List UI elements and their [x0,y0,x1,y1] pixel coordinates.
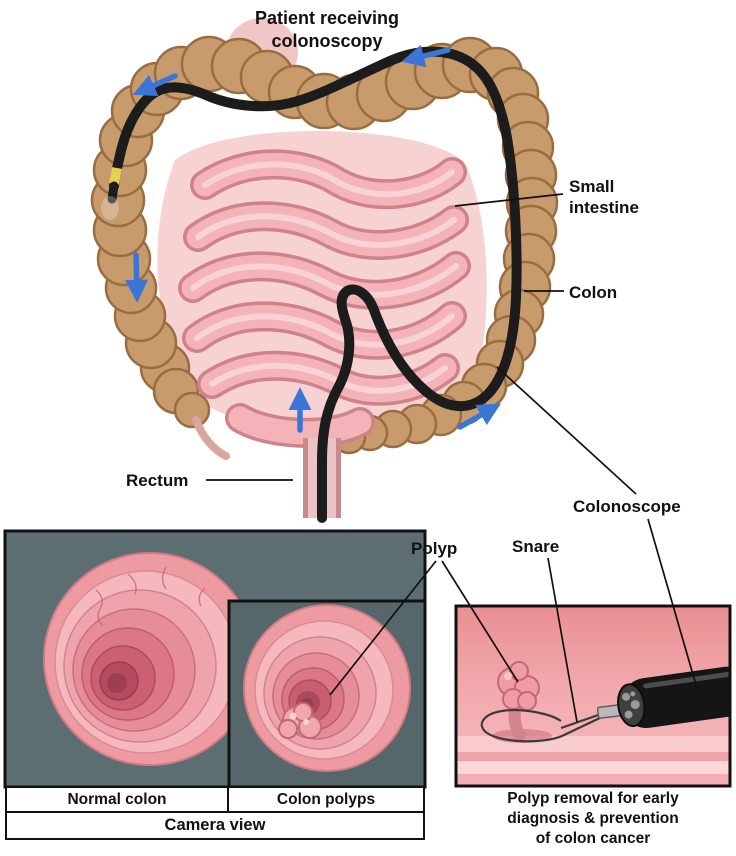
label-colonoscope: Colonoscope [573,497,681,516]
label-small-intestine: Small intestine [569,177,639,217]
mucosal-vessels [95,566,206,627]
normal-colon-caption: Normal colon [67,790,167,808]
label-snare: Snare [512,537,560,556]
label-rectum: Rectum [126,471,189,490]
direction-arrow-sigmoid-icon [457,403,502,430]
colon-polyps-caption: Colon polyps [276,790,376,808]
colon-polyps-caption-box: Colon polyps [227,786,425,813]
figure-title: Patient receiving colonoscopy [254,8,400,52]
direction-arrow-top-right-icon [401,44,451,68]
scope-light-band [109,167,122,185]
normal-colon-caption-box: Normal colon [5,786,229,813]
leader-line-colonoscope-upper [496,366,637,495]
polyp-removal-caption: Polyp removal for early diagnosis & prev… [507,790,679,848]
colonoscope-tube [101,46,522,523]
appendix-shape [192,416,230,460]
direction-arrow-left-icon [125,252,149,303]
label-colon: Colon [569,283,618,302]
scope-direction-arrows [125,44,502,433]
polyp-removal-illustration [456,661,730,786]
camera-view-caption: Camera view [164,816,266,834]
leader-line-small-intestine [454,193,564,207]
removal-panel [454,604,732,788]
camera-view-normal [43,552,257,766]
camera-view-polyps [243,604,411,772]
scope-tip-camera [617,666,730,729]
direction-arrow-top-left-icon [132,73,178,96]
label-polyp: Polyp [411,539,458,558]
camera-panels [3,529,427,789]
leader-line-colonoscope-lower [647,518,699,693]
leader-line-snare [547,557,578,723]
camera-view-caption-box: Camera view [5,811,425,840]
scope-light-glow [101,196,119,220]
leader-line-polyp-right [441,560,519,683]
abdomen-illustration [90,18,559,523]
polyp-cluster [278,702,322,739]
leader-line-polyp-left [329,560,437,696]
scope-tip [107,181,119,204]
snare-wire [480,709,605,743]
leader-lines [206,193,699,723]
